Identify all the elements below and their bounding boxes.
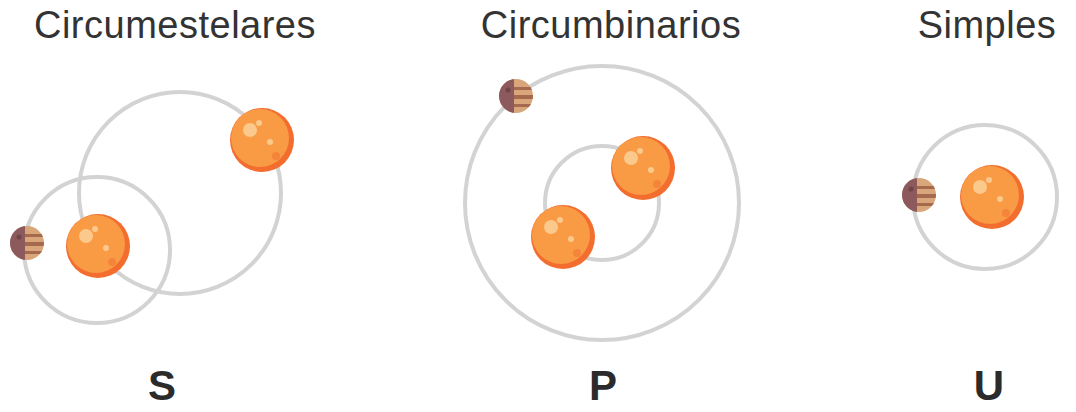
type-code: S <box>148 362 176 409</box>
type-heading: Circumestelares <box>34 4 316 46</box>
label-holder: U <box>974 362 1004 410</box>
type-code: P <box>589 362 617 409</box>
label-holder: Circumestelares <box>34 4 316 47</box>
circumstellar-figure <box>10 92 294 323</box>
label-holder: P <box>589 362 617 410</box>
circumbinary-figure <box>465 66 739 340</box>
label-holder: S <box>148 362 176 410</box>
simple-figure <box>902 125 1057 269</box>
label-holder: Simples <box>918 4 1057 47</box>
type-code: U <box>974 362 1004 409</box>
type-heading: Circumbinarios <box>481 4 741 46</box>
label-holder: Circumbinarios <box>481 4 741 47</box>
type-heading: Simples <box>918 4 1057 46</box>
